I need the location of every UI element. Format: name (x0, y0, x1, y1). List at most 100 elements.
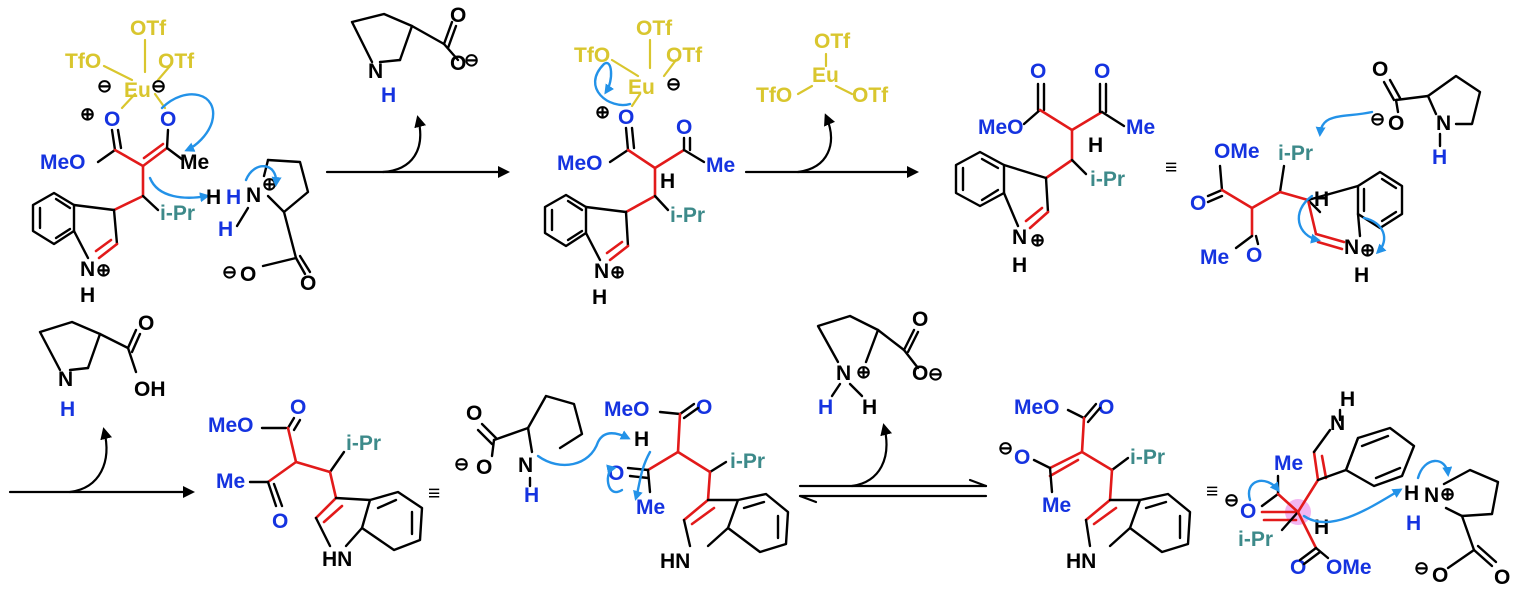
electron-flow-arrow (1315, 110, 1374, 137)
reaction-arrow-2 (744, 113, 919, 178)
equivalence-symbol: ≡ (428, 482, 440, 505)
plus-charge: ⊕ (1440, 484, 1455, 504)
oxygen-label: O (1014, 446, 1030, 469)
minus-charge: ⊖ (1224, 490, 1239, 510)
hydroxyl-label: OH (134, 378, 166, 401)
oxygen-label: O (696, 396, 712, 419)
structure-prolinium-released: N ⊕ H H O O ⊖ (816, 308, 943, 419)
isopropyl-label: i-Pr (1090, 168, 1125, 191)
nitrogen-label: N (80, 258, 95, 281)
hydrogen-label: H (1340, 388, 1355, 411)
oxygen-label: O (1030, 60, 1046, 83)
methyl-label: Me (1274, 452, 1303, 475)
plus-charge: ⊕ (1360, 240, 1375, 260)
bonds (1260, 474, 1330, 566)
structure-indoleninium-adduct: O O MeO Me H i-Pr (954, 60, 1155, 277)
methyl-label: Me (1126, 116, 1155, 139)
methoxy-label: MeO (1014, 396, 1060, 419)
methyl-label: Me (1200, 246, 1229, 269)
nitrogen-label: N (1344, 236, 1359, 259)
methyl-label: Me (216, 470, 245, 493)
hydrogen-label: H (60, 398, 75, 421)
bonds (235, 158, 312, 276)
nitrogen-label: N (58, 368, 73, 391)
methoxy-label: MeO (604, 398, 650, 421)
oxygen-label: O (1388, 112, 1404, 135)
indolium-ring (31, 191, 119, 260)
otf-label: OTf (666, 44, 703, 67)
oxygen-label: O (272, 510, 288, 533)
hydrogen-label: H (1404, 482, 1419, 505)
oxygen-label: O (1432, 564, 1448, 587)
oxygen-label: O (476, 456, 492, 479)
electron-flow-arrow (536, 430, 631, 467)
structure-eu-bound-adduct: OTf TfO OTf Eu ⊖ ⊕ O O MeO Me H i-Pr (543, 17, 735, 309)
indole-ring (314, 490, 424, 552)
isopropyl-label: i-Pr (346, 432, 381, 455)
methoxy-label: MeO (978, 116, 1024, 139)
minus-charge: ⊖ (1414, 558, 1429, 578)
oxygen-label: O (1494, 566, 1510, 589)
methoxy-label: MeO (40, 151, 86, 174)
nitrogen-label: N (1012, 226, 1027, 249)
tfo-label: TfO (65, 50, 101, 73)
minus-charge: ⊖ (97, 76, 112, 96)
tfo-label: TfO (756, 84, 792, 107)
isopropyl-label: i-Pr (1238, 528, 1273, 551)
oxygen-label: O (240, 263, 256, 286)
plus-charge: ⊕ (1030, 230, 1045, 250)
electron-flow-arrow (633, 450, 652, 501)
prolinium: H N ⊕ H ⊖ O O (1404, 468, 1510, 589)
oxygen-label: O (1246, 244, 1262, 267)
otf-label: OTf (636, 17, 673, 40)
nitrogen-label: N (1436, 112, 1451, 135)
bonds (248, 416, 346, 508)
minus-charge: ⊖ (222, 262, 237, 282)
oxygen-label: O (466, 402, 482, 425)
eu-ligand-bonds (102, 38, 172, 110)
equilibrium-arrows (798, 423, 988, 504)
minus-charge: ⊖ (1370, 109, 1385, 129)
minus-charge: ⊖ (151, 76, 166, 96)
oxygen-label: O (1240, 500, 1256, 523)
otf-label: OTf (158, 50, 195, 73)
electron-flow-arrow (148, 176, 210, 203)
nitrogen-label: N (1424, 484, 1439, 507)
oxygen-label: O (300, 272, 316, 295)
methoxy-label: MeO (557, 152, 603, 175)
minus-charge: ⊖ (464, 50, 479, 70)
structure-prolinate: N H O O ⊖ (350, 4, 479, 107)
minus-charge: ⊖ (928, 364, 943, 384)
methyl-label: Me (706, 154, 735, 177)
hydrogen-label: H (862, 396, 877, 419)
methyl-label: Me (180, 151, 209, 174)
methoxy-label: OMe (1326, 556, 1372, 579)
hydrogen-label: H (1406, 512, 1421, 535)
oxygen-label: O (138, 312, 154, 335)
oxygen-label: O (1098, 396, 1114, 419)
electron-flow-arrow (1247, 479, 1280, 502)
nh-label: HN (322, 548, 352, 571)
plus-charge: ⊕ (610, 262, 625, 282)
europium-label: Eu (628, 76, 655, 99)
bonds (608, 126, 706, 214)
bonds (1022, 82, 1126, 180)
oxygen-label: O (608, 462, 624, 485)
otf-label: OTf (130, 17, 167, 40)
isopropyl-label: i-Pr (160, 202, 195, 225)
hydrogen-label: H (1354, 264, 1369, 287)
structure-protonation-complex: ⊖ O Me i-Pr H O OMe (1224, 388, 1510, 589)
bonds (626, 402, 728, 502)
methyl-label: Me (636, 496, 665, 519)
nitrogen-label: N (594, 260, 609, 283)
indole-ring (1084, 492, 1192, 554)
bonds (1032, 402, 1130, 502)
minus-charge: ⊖ (998, 438, 1013, 458)
nitrogen-label: N (518, 454, 533, 477)
nitrogen-label: N (246, 184, 261, 207)
methyl-label: Me (1042, 494, 1071, 517)
hydrogen-label: H (381, 84, 396, 107)
indolium-ring (954, 150, 1050, 230)
electron-flow-arrow (1362, 216, 1387, 255)
